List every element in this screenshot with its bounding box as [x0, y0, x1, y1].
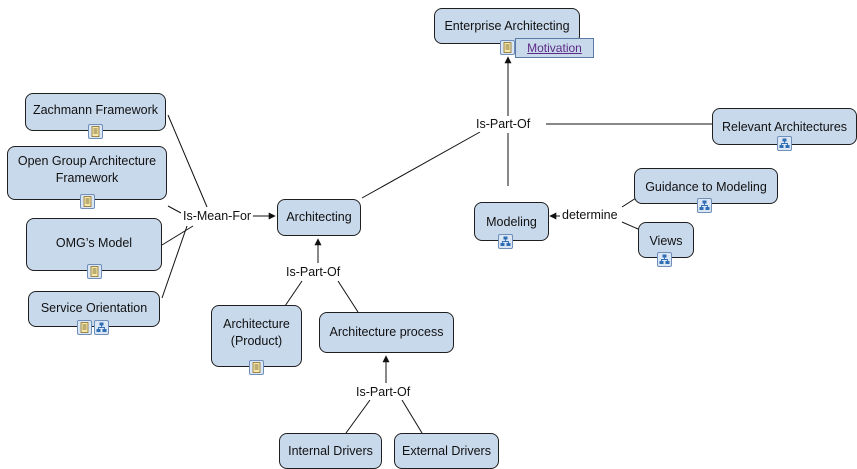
node-omg-model[interactable]: OMG’s Model: [26, 218, 162, 271]
node-architecting[interactable]: Architecting: [277, 199, 361, 236]
node-internal-drivers[interactable]: Internal Drivers: [279, 433, 382, 469]
node-external-drivers[interactable]: External Drivers: [394, 433, 499, 469]
node-architecture-product[interactable]: Architecture (Product): [211, 305, 302, 367]
node-relevant-architectures[interactable]: Relevant Architectures: [712, 108, 857, 145]
node-architecture-process[interactable]: Architecture process: [319, 312, 454, 353]
document-icon[interactable]: [80, 194, 95, 209]
document-icon[interactable]: [88, 124, 103, 139]
link-label-is-part-of-mid: Is-Part-Of: [284, 264, 343, 280]
motivation-link[interactable]: Motivation: [515, 38, 594, 58]
node-guidance-to-modeling[interactable]: Guidance to Modeling: [634, 168, 778, 204]
link-label-is-part-of-top: Is-Part-Of: [474, 116, 533, 132]
node-open-group-framework[interactable]: Open Group Architecture Framework: [7, 146, 167, 200]
concept-map-icon[interactable]: [498, 234, 513, 249]
document-icon[interactable]: [87, 264, 102, 279]
document-icon[interactable]: [77, 320, 92, 335]
concept-map-icon[interactable]: [697, 198, 712, 213]
concept-map-icon[interactable]: [94, 320, 109, 335]
node-zachmann-framework[interactable]: Zachmann Framework: [25, 93, 166, 131]
link-label-determine: determine: [560, 207, 620, 223]
document-icon[interactable]: [249, 360, 264, 375]
link-label-is-mean-for: Is-Mean-For: [181, 208, 254, 224]
concept-map-icon[interactable]: [777, 136, 792, 151]
concept-map-icon[interactable]: [657, 252, 672, 267]
document-icon[interactable]: [500, 40, 515, 55]
link-label-is-part-of-bottom: Is-Part-Of: [354, 384, 413, 400]
